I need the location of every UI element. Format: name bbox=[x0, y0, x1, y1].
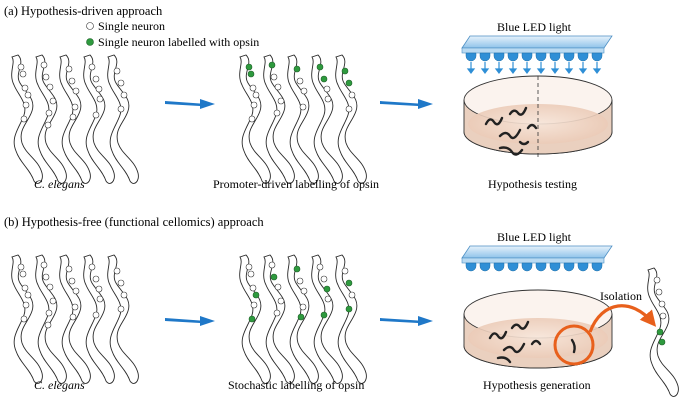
worms-in-dish-b bbox=[488, 320, 576, 364]
led-panel-a: Blue LED light bbox=[461, 20, 613, 74]
isolation-label: Isolation bbox=[600, 289, 642, 303]
led-bulbs-icon bbox=[465, 52, 603, 62]
led-bulbs-icon bbox=[465, 262, 603, 272]
legend: Single neuron Single neuron labelled wit… bbox=[86, 19, 259, 49]
led-panel-b: Blue LED light bbox=[461, 230, 613, 272]
petri-dish-b bbox=[463, 289, 657, 369]
legend-labelled-neuron: Single neuron labelled with opsin bbox=[98, 35, 259, 49]
worm-group-b-labelled bbox=[239, 254, 367, 384]
arrow-b2 bbox=[380, 316, 433, 326]
caption-generation: Hypothesis generation bbox=[483, 378, 591, 392]
caption-testing: Hypothesis testing bbox=[488, 177, 577, 191]
light-rays-icon bbox=[466, 62, 602, 74]
legend-single-neuron: Single neuron bbox=[98, 19, 165, 33]
worm-group-b-unlabelled bbox=[11, 254, 139, 384]
arrow-b1 bbox=[165, 316, 215, 326]
worms-in-dish-a bbox=[484, 106, 538, 156]
caption-c-elegans-a: C. elegans bbox=[34, 177, 85, 191]
led-label-a: Blue LED light bbox=[497, 20, 572, 34]
caption-c-elegans-b: C. elegans bbox=[34, 378, 85, 392]
panel-a-title: (a) Hypothesis-driven approach bbox=[4, 4, 163, 18]
caption-labelling-a: Promoter-driven labelling of opsin bbox=[213, 177, 379, 191]
isolation-arrow-icon bbox=[588, 304, 657, 333]
arrow-a2 bbox=[380, 99, 433, 109]
petri-dish-a bbox=[463, 75, 613, 160]
caption-labelling-b: Stochastic labelling of opsin bbox=[228, 378, 364, 392]
led-board-icon bbox=[461, 35, 613, 49]
worm-group-a-labelled bbox=[239, 54, 367, 184]
single-neuron-legend-icon bbox=[86, 22, 94, 30]
led-label-b: Blue LED light bbox=[497, 230, 572, 244]
panel-b-title: (b) Hypothesis-free (functional cellomic… bbox=[4, 215, 264, 229]
labelled-neuron-legend-icon bbox=[86, 38, 94, 46]
led-board-icon bbox=[461, 245, 613, 259]
isolated-worm bbox=[647, 267, 679, 397]
worm-group-a-unlabelled bbox=[11, 54, 139, 184]
arrow-a1 bbox=[165, 99, 215, 109]
isolation-circle-icon bbox=[553, 324, 595, 366]
